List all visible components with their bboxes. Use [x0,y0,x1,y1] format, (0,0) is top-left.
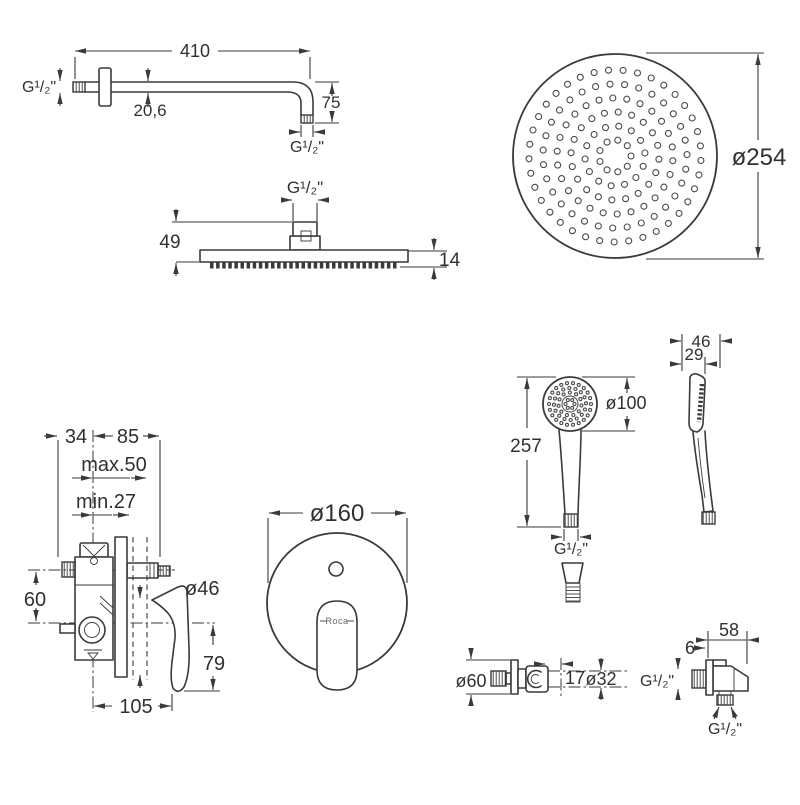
mixer-handle [151,585,190,693]
mixer-side-stub [59,623,76,634]
brand-logo: Roca [325,616,348,626]
head-plate [199,249,409,263]
head-outline [512,53,718,259]
dim-holder-depth: 17 [565,668,585,688]
shower-arm-side-view: 410 G¹/₂" 20,6 75 G¹/₂" [22,41,340,156]
head-connector-nipple [292,221,318,237]
outlet-side-step [712,659,727,667]
dim-trim-plate-dia: ø160 [310,500,365,527]
outlet-plate-edge [510,659,519,695]
dim-mixer-a: 34 [65,426,87,448]
hand-shower-front-view: 257 ø100 G¹/₂" [510,376,647,603]
arm-inlet-thread [72,81,86,93]
hose-corrugation [565,582,581,603]
hand-side-head [688,373,706,433]
hand-nozzle-pattern [546,381,594,427]
dim-hand-length: 257 [510,436,542,457]
hand-side-nozzle-strip [696,383,705,423]
hose-cone [561,562,584,584]
wall-outlet-profile-view: ø60 17 ø32 [455,648,628,706]
holder-cup-outer [526,669,542,689]
dim-headside-height: 49 [159,232,180,253]
hand-head-outline [542,376,598,432]
head-connector-inner [300,230,312,242]
hand-side-handle [692,430,714,513]
outlet-side-thread [691,669,707,689]
outlet-hose-nut [716,694,734,706]
dim-outlet-plate-dia: ø60 [455,671,486,691]
diverter-button [328,561,344,577]
arm-pipe-inner [84,91,302,116]
dim-arm-length: 410 [180,41,210,61]
trim-plate-front-view: Roca ø160 [266,500,408,691]
hand-head-center [561,395,579,413]
dim-arm-drop: 75 [322,93,341,112]
mixer-body [74,556,114,661]
dim-mixer-depth: 105 [119,696,152,718]
dim-holder-dia: ø32 [585,669,616,689]
arm-pipe-outer [84,81,314,116]
overhead-shower-top-view: ø254 [512,52,787,260]
mixer-lever-front [316,600,358,691]
mixer-inlet-stub [61,561,76,578]
dim-handside-head-depth: 29 [685,345,704,364]
dim-head-dia: ø254 [732,144,787,171]
head-connector-base [289,235,321,251]
dim-outlet-outlet-thread: G¹/₂" [708,721,742,738]
mixer-stem-end [157,565,171,577]
arm-wall-flange [98,67,112,107]
hand-handle-right [577,429,582,515]
hand-side-thread [701,511,716,525]
dim-mixer-handle-drop: 79 [203,653,225,675]
mixer-cartridge-stem [126,562,159,579]
mixer-side-view: 34 85 max.50 min.27 60 ø46 79 105 [24,426,225,718]
outlet-side-plate [705,659,714,696]
dim-headside-thickness: 14 [439,250,461,271]
outlet-neck [517,668,527,689]
dim-outlet-width: 58 [719,620,739,640]
mixer-top-cap [79,542,109,558]
dim-hand-dia: ø100 [605,393,646,413]
dim-arm-inlet-thread: G¹/₂" [22,79,56,96]
dim-headside-thread: G¹/₂" [287,178,323,197]
dim-arm-pipe-dia: 20,6 [133,101,166,120]
outlet-thread-stub [490,670,507,687]
hand-thread [563,513,579,528]
head-nozzle-pattern [525,66,705,246]
dim-mixer-inlet-spacing: 60 [24,589,46,611]
dim-outlet-plate-thk: 6 [685,638,695,658]
hand-side-handle-line [697,437,706,499]
holder-cup-inner [530,674,540,684]
mixer-trim-plate-edge [114,536,128,678]
dim-hand-thread: G¹/₂" [554,541,588,558]
dim-mixer-wall-max: max.50 [81,454,147,476]
dim-arm-outlet-thread: G¹/₂" [290,139,324,156]
mixer-outlet-boss [78,616,106,644]
wall-outlet-side-view: G¹/₂" 58 6 G¹/₂" [640,620,759,738]
overhead-shower-side-view: G¹/₂" 49 14 [159,178,461,280]
dim-mixer-wall-min: min.27 [76,491,136,513]
outlet-side-body [712,665,749,692]
dim-outlet-inlet-thread: G¹/₂" [640,673,674,690]
hand-handle-left [558,429,566,515]
dim-mixer-b: 85 [117,426,139,448]
hand-shower-side-view: 46 29 [670,332,732,525]
dim-mixer-hole: ø46 [185,578,219,600]
dim-handside-depth: 46 [692,332,711,351]
arm-outlet-thread [300,114,314,124]
